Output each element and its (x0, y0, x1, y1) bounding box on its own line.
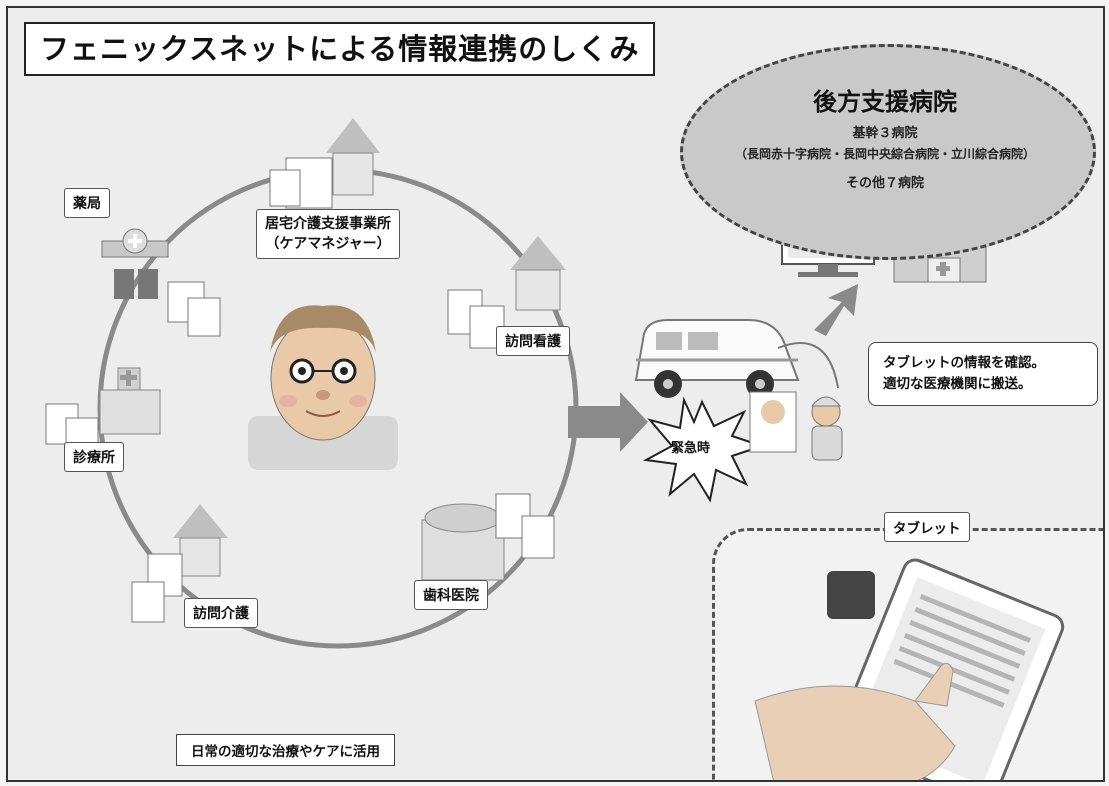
paramedic-illustration (749, 391, 843, 461)
pharmacy-label: 薬局 (64, 188, 110, 218)
ambulance-illustration (634, 319, 800, 398)
core-hospitals-label: 基幹３病院 (852, 126, 918, 141)
backup-hospital-group: 後方支援病院 基幹３病院 （長岡赤十字病院・長岡中央綜合病院・立川綜合病院） そ… (680, 44, 1103, 266)
care-office-building (269, 118, 380, 209)
transport-curve (777, 342, 839, 389)
care-office-label-line2: （ケアマネジャー） (265, 236, 391, 252)
backup-hospital-ellipse (680, 44, 1096, 260)
paramedic-speech-bubble: タブレットの情報を確認。 適切な医療機関に搬送。 (868, 342, 1098, 406)
tablet-area (712, 528, 1103, 780)
dental-clinic-building (421, 493, 555, 581)
emergency-burst (642, 396, 766, 503)
diagram-artwork (45, 118, 987, 649)
flow-arrow-hospital (814, 284, 858, 336)
care-office-label: 居宅介護支援事業所 （ケアマネジャー） (256, 209, 400, 259)
backup-hospital-title: 後方支援病院 (813, 88, 957, 116)
core-hospitals-list: （長岡赤十字病院・長岡中央綜合病院・立川綜合病院） (734, 147, 1035, 161)
diagram-frame: フェニックスネットによる情報連携のしくみ 後方支援病院 基幹３病院 （長岡赤十字… (6, 6, 1105, 782)
care-office-label-line1: 居宅介護支援事業所 (265, 216, 391, 232)
tablet-label: タブレット (884, 512, 970, 542)
daily-care-label: 日常の適切な治療やケアに活用 (176, 734, 395, 766)
emergency-label: 緊急時 (671, 441, 711, 456)
clinic-label: 診療所 (64, 442, 124, 472)
patient-face-illustration (248, 305, 398, 470)
home-care-label: 訪問介護 (184, 598, 258, 628)
home-care-building (131, 504, 228, 623)
speech-line-1: タブレットの情報を確認。 (883, 355, 1045, 371)
other-hospitals-label: その他７病院 (845, 176, 924, 191)
page-title: フェニックスネットによる情報連携のしくみ (24, 22, 656, 76)
pharmacy-building (101, 228, 221, 337)
tablet-illustration (754, 558, 1065, 780)
flow-arrow-emergency (568, 392, 648, 452)
dental-clinic-label: 歯科医院 (414, 580, 488, 610)
speech-line-2: 適切な医療機関に搬送。 (883, 376, 1032, 392)
home-nursing-label: 訪問看護 (496, 326, 570, 356)
